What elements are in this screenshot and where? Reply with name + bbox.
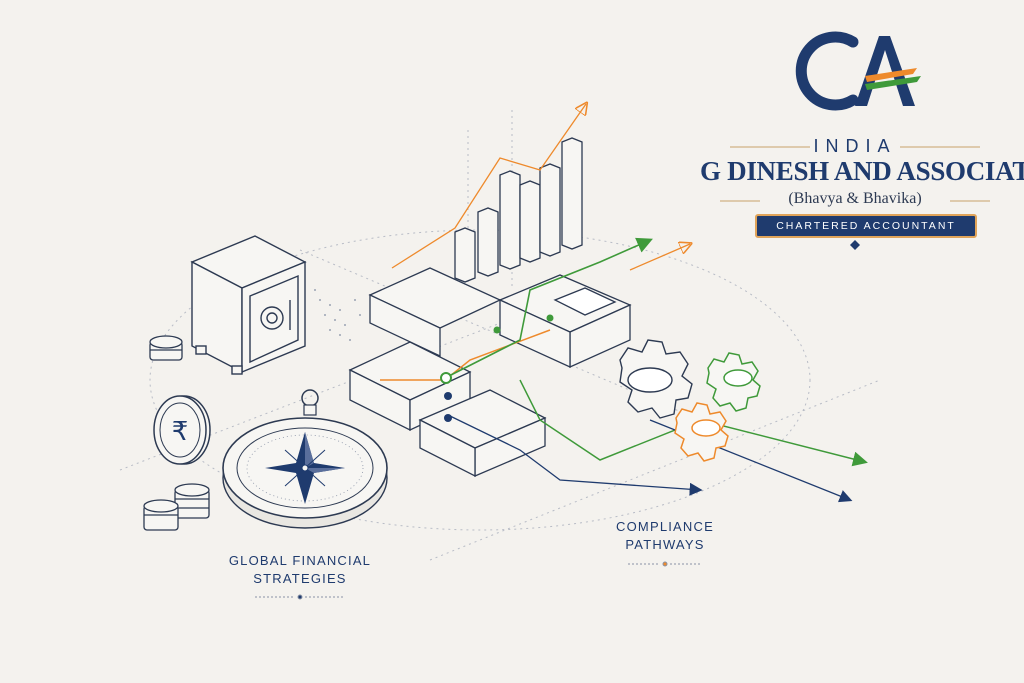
pathway-nodes bbox=[440, 314, 554, 422]
compass-icon bbox=[222, 389, 388, 529]
caption-compliance-pathways: COMPLIANCE PATHWAYS bbox=[616, 519, 714, 552]
caption-divider bbox=[628, 561, 702, 567]
ca-logo-icon bbox=[795, 31, 921, 111]
country-label: INDIA bbox=[813, 136, 897, 156]
firm-brand: INDIA G DINESH AND ASSOCIATES (Bhavya & … bbox=[700, 28, 1024, 258]
coin-stack-icon bbox=[143, 483, 210, 531]
trend-arrow-icon bbox=[391, 104, 586, 269]
country-divider bbox=[730, 146, 980, 148]
trend-arrow-icon bbox=[629, 244, 690, 271]
caption-global-financial-strategies: GLOBAL FINANCIAL STRATEGIES bbox=[228, 553, 372, 586]
bar-chart-icon bbox=[454, 137, 583, 283]
maze-icon bbox=[348, 267, 632, 478]
pathway-green bbox=[444, 237, 653, 379]
caption-divider bbox=[255, 594, 345, 600]
designation-badge: CHARTERED ACCOUNTANT bbox=[755, 214, 977, 238]
dot-grid bbox=[314, 289, 361, 341]
gear-icon bbox=[674, 402, 729, 462]
gear-icon bbox=[706, 352, 761, 412]
partners-divider bbox=[720, 200, 990, 202]
rupee-coin-icon: ₹ bbox=[153, 395, 211, 465]
safe-icon bbox=[190, 235, 307, 375]
firm-name: G DINESH AND ASSOCIATES bbox=[700, 156, 1024, 186]
pathway-navy bbox=[447, 414, 703, 496]
rupee-symbol: ₹ bbox=[172, 417, 189, 447]
badge-ornament-icon bbox=[850, 240, 860, 250]
gear-icon bbox=[619, 339, 693, 419]
pathway-green bbox=[519, 379, 868, 467]
coin-stack-icon bbox=[149, 335, 183, 361]
firm-partners: (Bhavya & Bhavika) bbox=[788, 190, 922, 207]
